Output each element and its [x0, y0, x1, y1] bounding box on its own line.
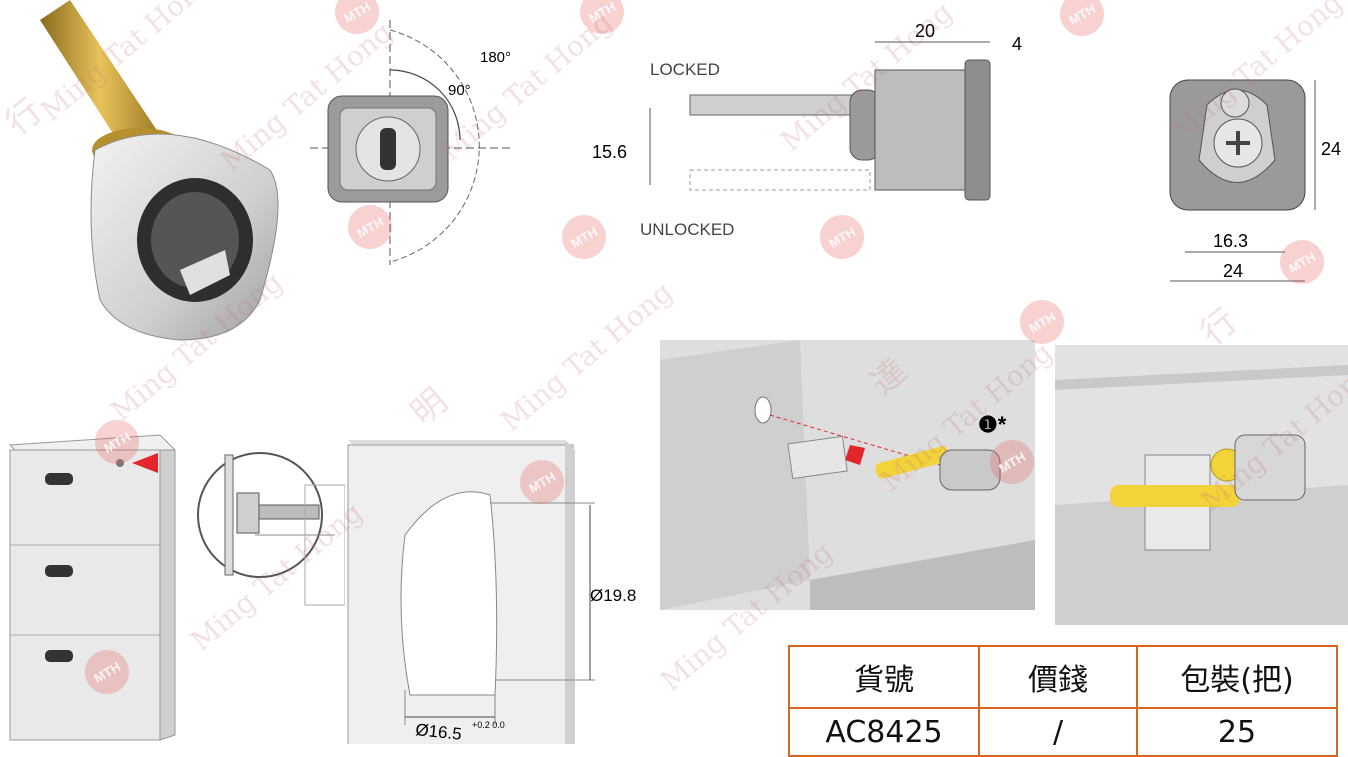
- side-view-dimensions: LOCKED UNLOCKED 15.6 20 4: [592, 21, 1022, 239]
- cell-package: 25: [1136, 707, 1338, 757]
- panel-hole: [754, 396, 772, 424]
- front-view-rotation: 180° 90°: [310, 20, 511, 265]
- label-height-24: 24: [1321, 139, 1341, 159]
- label-20: 20: [915, 21, 935, 41]
- table-header-row: 貨號 價錢 包裝(把): [788, 645, 1338, 709]
- label-locked: LOCKED: [650, 60, 720, 79]
- rear-view-dimensions: 24 16.3 24: [1169, 79, 1341, 282]
- label-16-5: Ø16.5: [415, 720, 463, 744]
- label-15-6: 15.6: [592, 142, 627, 162]
- arc-90: [389, 69, 461, 141]
- red-arrow-icon: [132, 453, 158, 473]
- lock-cylinder: [939, 449, 1001, 491]
- watermark-char: 明: [403, 380, 456, 434]
- drawer-handle-1: [45, 473, 73, 485]
- bezel-side: [964, 59, 991, 201]
- arc-180: [389, 29, 480, 263]
- spec-table: 貨號 價錢 包裝(把) AC8425 / 25: [788, 645, 1338, 757]
- header-item-code: 貨號: [788, 645, 980, 709]
- cabinet-body: [9, 449, 161, 741]
- label-16-3: 16.3: [1213, 231, 1248, 251]
- filing-cabinet: [8, 434, 177, 741]
- watermark-text: Ming Tat Hong: [494, 275, 679, 438]
- cam-unlocked: [689, 169, 871, 191]
- table-row: AC8425 / 25: [788, 707, 1338, 757]
- label-90: 90°: [448, 82, 471, 99]
- label-16-5-tolerance: +0.2 0.0: [472, 720, 505, 730]
- yellow-key-shaft: [875, 446, 950, 479]
- cell-item-code: AC8425: [788, 707, 980, 757]
- label-width-24: 24: [1223, 261, 1243, 281]
- drawer-handle-3: [45, 650, 73, 662]
- label-unlocked: UNLOCKED: [640, 220, 734, 239]
- installed-view: [1055, 345, 1348, 625]
- cam-locked: [689, 94, 871, 116]
- lock-body-side: [874, 69, 971, 191]
- step-marker: ❶*: [978, 412, 1007, 437]
- header-price: 價錢: [978, 645, 1138, 709]
- label-19-8: Ø19.8: [590, 586, 636, 605]
- lock-position-icon: [116, 459, 124, 467]
- label-4: 4: [1012, 34, 1022, 54]
- product-photo: [40, 0, 279, 341]
- header-package: 包裝(把): [1136, 645, 1338, 709]
- label-180: 180°: [480, 49, 511, 66]
- drawer-handle-2: [45, 565, 73, 577]
- yellow-handle: [1110, 485, 1240, 507]
- installation-step: ❶*: [660, 340, 1035, 610]
- panel-cutout-diagram: Ø19.8 Ø16.5 +0.2 0.0: [347, 440, 636, 744]
- keyway-icon: [380, 128, 396, 170]
- mth-logo-watermark: MTH: [1051, 0, 1113, 45]
- detail-inset: [197, 452, 345, 606]
- installed-lock-body: [1234, 434, 1306, 501]
- oval-cutout: [400, 491, 498, 696]
- insert-arrow-icon: [845, 445, 865, 465]
- brass-key-shaft: [40, 0, 160, 160]
- cell-price: /: [978, 707, 1138, 757]
